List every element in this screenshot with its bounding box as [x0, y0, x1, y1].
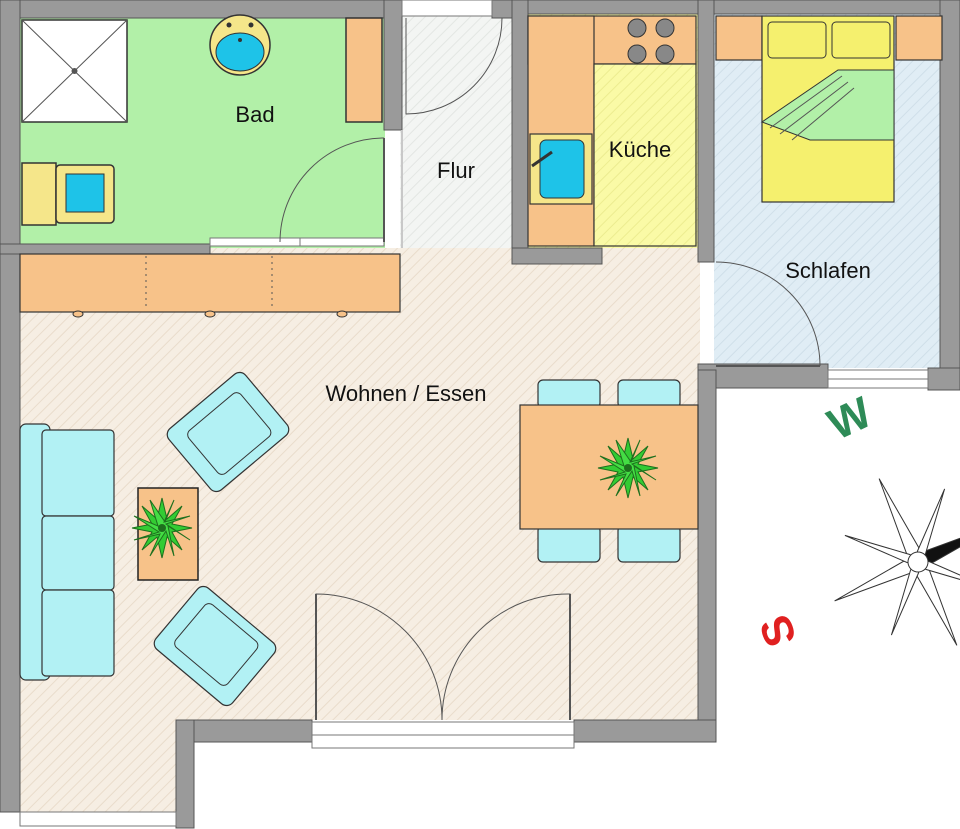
nightstand-left [715, 15, 763, 61]
bedroom-fixtures [715, 15, 943, 367]
wall-kitchen-bottom [511, 247, 603, 265]
outer-wall-right-living [697, 369, 717, 743]
bedroom-door-swing [715, 261, 821, 367]
room-label-kueche: Küche [609, 137, 671, 162]
room-label-bad: Bad [235, 102, 274, 127]
nightstand-right [895, 15, 943, 61]
outer-wall-top-right [513, 0, 960, 15]
window-niche-bottom [19, 811, 177, 827]
bath-fixtures [21, 14, 385, 243]
wall-niche-right [175, 719, 195, 829]
compass-south-label: S [750, 609, 806, 653]
kitchen-fixtures [527, 15, 697, 247]
room-label-schlafen: Schlafen [785, 258, 871, 283]
room-label-wohnen: Wohnen / Essen [325, 381, 486, 406]
outer-wall-top-middle [491, 0, 515, 19]
sofa [19, 423, 115, 681]
bath-cabinet [345, 17, 383, 123]
compass: W S [750, 388, 960, 653]
toilet-tank [21, 162, 57, 226]
dining-chairs [537, 379, 681, 563]
compass-west-label: W [821, 388, 880, 450]
outer-wall-left [0, 0, 21, 813]
wall-living-bottom-left [175, 719, 313, 743]
kitchen-counter-left [527, 15, 595, 247]
wall-bath-hall [383, 0, 403, 131]
compass-rose-icon [834, 478, 960, 646]
pillow-right [831, 21, 891, 59]
wall-bath-bottom-right [299, 237, 385, 247]
entrance-door-swing [405, 17, 503, 115]
kitchen-counter-right [593, 63, 697, 247]
balcony-doors [315, 593, 571, 721]
outer-wall-top-left [0, 0, 401, 19]
windows [19, 0, 929, 827]
sideboard [19, 253, 401, 313]
stove [627, 18, 675, 64]
bath-door-swing [279, 137, 385, 243]
wall-living-bottom-right [573, 719, 717, 743]
hall-fixtures [401, 17, 503, 248]
hall-floor [400, 14, 512, 248]
wall-bedroom-bottom-left [697, 363, 829, 389]
pillow-left [767, 21, 827, 59]
wall-hall-kitchen [511, 0, 529, 265]
armchair-bottom [153, 585, 277, 707]
outer-wall-right-bedroom [939, 0, 960, 391]
living-fixtures [19, 253, 699, 721]
armchair-top [166, 371, 290, 493]
wall-bath-bottom [0, 243, 211, 255]
room-label-flur: Flur [437, 158, 475, 183]
wall-kitchen-bedroom [697, 0, 715, 263]
wall-bedroom-bottom-right [927, 367, 960, 391]
balcony-niche-floor [18, 720, 178, 812]
window-hall-top [401, 0, 493, 17]
